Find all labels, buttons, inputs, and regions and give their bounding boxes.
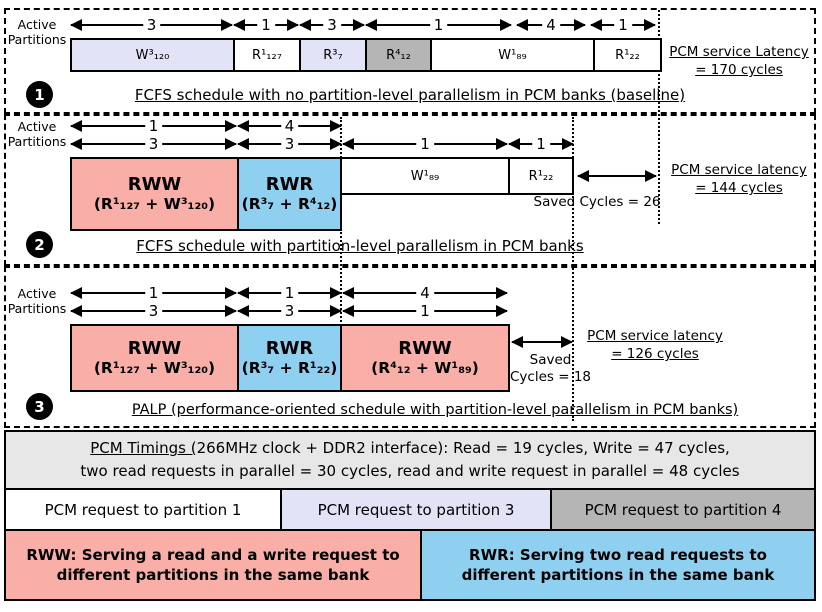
- pcm-timings-box: PCM Timings (266MHz clock + DDR2 interfa…: [4, 430, 816, 490]
- partition-span-arrow: 3: [70, 302, 237, 320]
- rww-block: RWW (R⁴₁₂ + W¹₈₉): [340, 324, 510, 392]
- axis-label-active-partitions-2: Active Partitions: [7, 119, 67, 149]
- rww-block: RWW (R¹₁₂₇ + W³₁₂₀): [70, 157, 239, 231]
- arrowhead-right-icon: [330, 287, 342, 299]
- cycle-marker-170: [658, 10, 660, 224]
- partition-number: 3: [144, 135, 163, 153]
- request-segment-w3-120: W³₁₂₀: [72, 40, 235, 70]
- arrowhead-right-icon: [561, 336, 573, 348]
- cycle-marker-144: [572, 117, 574, 421]
- latency-note-2: PCM service latency = 144 cycles: [671, 162, 807, 196]
- partition-number: 4: [542, 16, 560, 34]
- request-segment-r1-22: R¹₂₂: [508, 157, 574, 195]
- arrowhead-right-icon: [330, 305, 342, 317]
- request-segment-r3-7: R³₇: [301, 40, 367, 70]
- request-segment-w1-89: W¹₈₉: [432, 40, 595, 70]
- partition-number: 1: [144, 284, 163, 302]
- partition-span-arrow: 4: [237, 117, 342, 135]
- legend-rww: RWW: Serving a read and a write request …: [4, 529, 422, 601]
- partition-span-arrow: 1: [365, 16, 512, 34]
- legend-rwr: RWR: Serving two read requests to differ…: [420, 529, 816, 601]
- panel-fcfs-baseline: [4, 8, 816, 114]
- arrowhead-right-icon: [496, 305, 508, 317]
- pcm-timings-line1: PCM Timings (266MHz clock + DDR2 interfa…: [90, 439, 730, 457]
- saved-cycles-note-2: Saved Cycles = 26: [533, 194, 661, 210]
- saved-cycles-arrow: [511, 336, 573, 349]
- rwr-block: RWR (R³₇ + R¹₂₂): [237, 324, 342, 392]
- partition-span-arrow: 1: [590, 16, 656, 34]
- arrowhead-right-icon: [496, 138, 508, 150]
- partition-number: 4: [416, 284, 434, 302]
- partition-number: 1: [416, 302, 434, 320]
- partition-span-arrow: 4: [516, 16, 586, 34]
- arrowhead-right-icon: [353, 19, 365, 31]
- arrowhead-right-icon: [644, 19, 656, 31]
- panel-caption-1: FCFS schedule with no partition-level pa…: [134, 86, 686, 104]
- panel-fcfs-parallel: [4, 114, 816, 266]
- arrowhead-right-icon: [225, 120, 237, 132]
- partition-span-arrow: 1: [233, 16, 299, 34]
- partition-span-arrow: 1: [342, 135, 508, 153]
- latency-note-3: PCM service latency = 126 cycles: [587, 328, 723, 362]
- rww-block: RWW (R¹₁₂₇ + W³₁₂₀): [70, 324, 239, 392]
- arrowhead-right-icon: [645, 170, 657, 182]
- partition-number: 1: [416, 135, 434, 153]
- panel-caption-2: FCFS schedule with partition-level paral…: [136, 237, 584, 255]
- saved-cycles-arrow: [577, 170, 657, 183]
- request-segment-w1-89: W¹₈₉: [340, 157, 510, 195]
- legend-partition-1: PCM request to partition 1: [4, 488, 282, 531]
- partition-number: 1: [532, 135, 550, 153]
- panel-caption-3: PALP (performance-oriented schedule with…: [131, 402, 739, 418]
- partition-span-arrow: 3: [299, 16, 365, 34]
- legend-partition-4: PCM request to partition 4: [550, 488, 816, 531]
- rwr-block: RWR (R³₇ + R⁴₁₂): [237, 157, 342, 231]
- partition-number: 1: [614, 16, 632, 34]
- step-badge-1: 1: [26, 81, 53, 108]
- arrowhead-right-icon: [500, 19, 512, 31]
- arrowhead-right-icon: [225, 138, 237, 150]
- partition-number: 1: [257, 16, 275, 34]
- legend-partition-3: PCM request to partition 3: [280, 488, 552, 531]
- axis-label-active-partitions-1: Active Partitions: [7, 17, 67, 47]
- partition-span-arrow: 4: [342, 284, 508, 302]
- partition-number: 4: [280, 117, 299, 135]
- request-segment-r1-22: R¹₂₂: [595, 40, 660, 70]
- partition-span-arrow: 1: [70, 284, 237, 302]
- partition-span-arrow: 3: [70, 135, 237, 153]
- arrowhead-right-icon: [330, 120, 342, 132]
- pcm-timings-line2: two read requests in parallel = 30 cycle…: [80, 462, 740, 480]
- arrowhead-right-icon: [287, 19, 299, 31]
- partition-span-arrow: 1: [342, 302, 508, 320]
- arrowhead-right-icon: [225, 287, 237, 299]
- arrowhead-right-icon: [225, 305, 237, 317]
- arrowhead-right-icon: [496, 287, 508, 299]
- request-segment-r1-127: R¹₁₂₇: [235, 40, 301, 70]
- axis-label-active-partitions-3: Active Partitions: [7, 286, 67, 316]
- partition-span-arrow: 3: [237, 302, 342, 320]
- partition-number: 3: [144, 302, 163, 320]
- partition-span-arrow: 1: [70, 117, 237, 135]
- arrowhead-right-icon: [574, 19, 586, 31]
- fcfs-baseline-schedule-bar: W³₁₂₀ R¹₁₂₇ R³₇ R⁴₁₂ W¹₈₉ R¹₂₂: [70, 38, 662, 72]
- latency-note-1: PCM service Latency = 170 cycles: [669, 44, 809, 78]
- step-badge-3: 3: [26, 393, 53, 420]
- partition-span-arrow: 3: [237, 135, 342, 153]
- partition-span-arrow: 1: [237, 284, 342, 302]
- partition-number: 1: [144, 117, 163, 135]
- partition-number: 3: [142, 16, 161, 34]
- step-badge-2: 2: [26, 231, 53, 258]
- partition-number: 1: [429, 16, 448, 34]
- partition-span-arrow: 3: [70, 16, 233, 34]
- partition-span-arrow: 1: [508, 135, 574, 153]
- saved-cycles-note-3: Saved Cycles = 18: [510, 352, 591, 385]
- partition-number: 3: [280, 302, 299, 320]
- partition-number: 1: [280, 284, 299, 302]
- partition-number: 3: [280, 135, 299, 153]
- request-segment-r4-12: R⁴₁₂: [367, 40, 432, 70]
- arrowhead-right-icon: [221, 19, 233, 31]
- arrowhead-right-icon: [562, 138, 574, 150]
- panel-palp: [4, 266, 816, 428]
- arrowhead-right-icon: [330, 138, 342, 150]
- partition-number: 3: [323, 16, 341, 34]
